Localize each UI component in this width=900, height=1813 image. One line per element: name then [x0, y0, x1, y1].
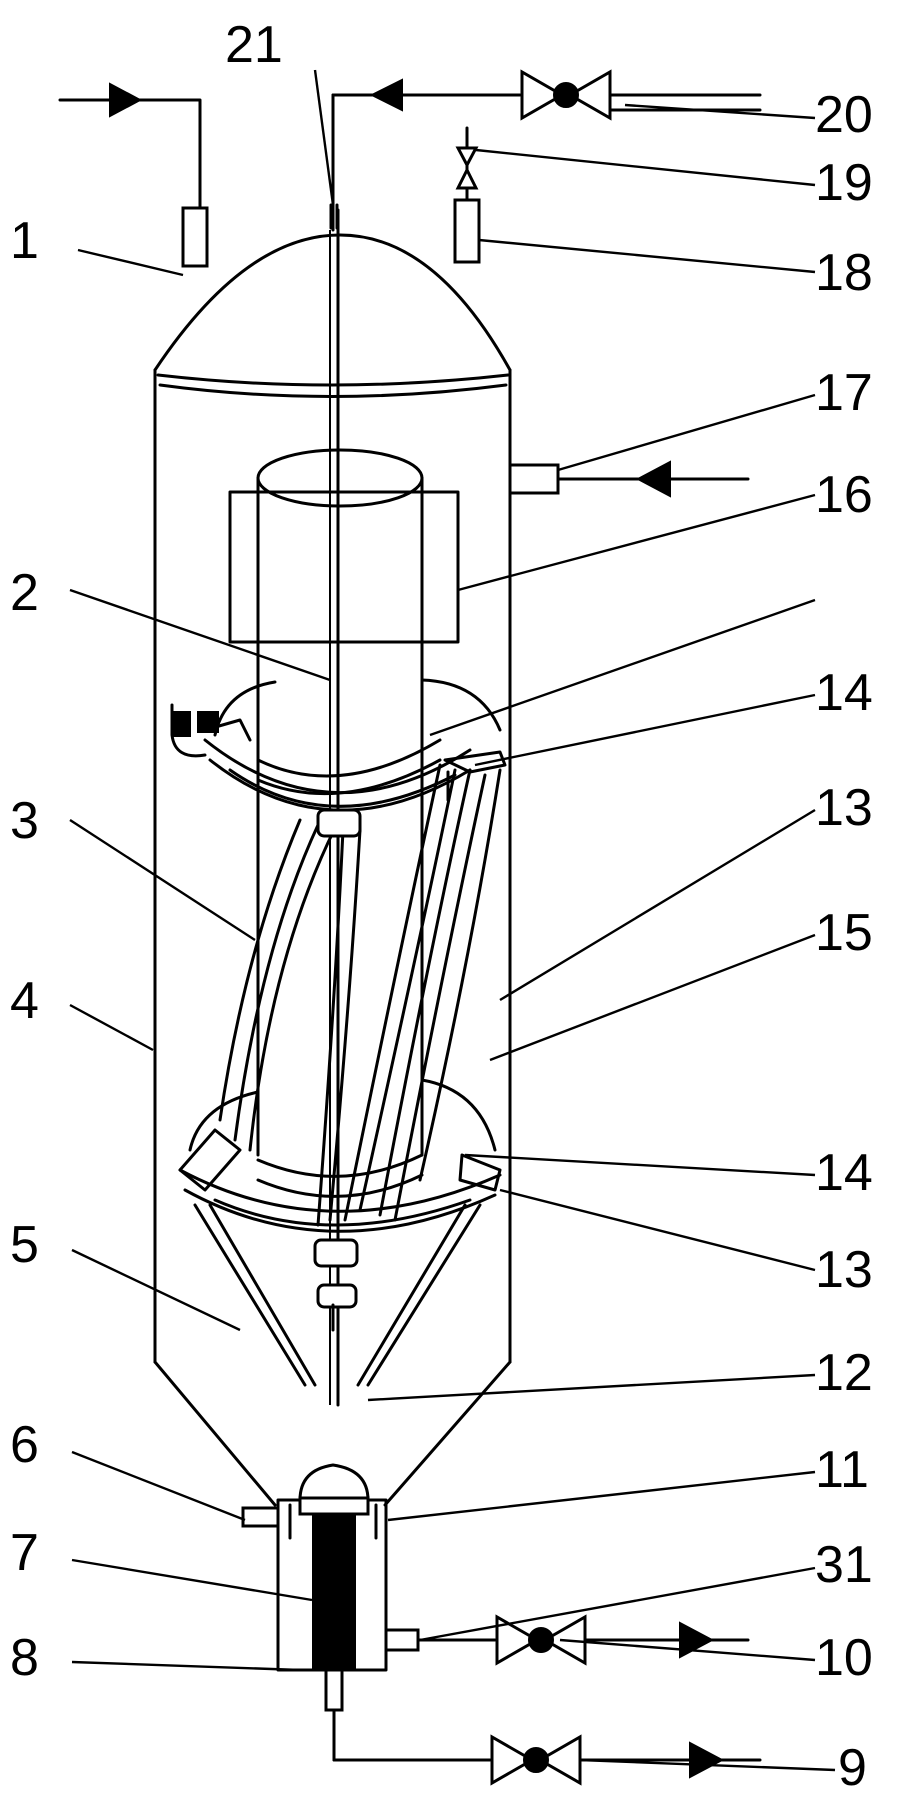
label-1: 1: [10, 212, 39, 270]
label-16: 16: [815, 466, 873, 524]
label-21: 21: [225, 16, 283, 74]
filter-element-7: [312, 1513, 356, 1671]
label-8: 8: [10, 1629, 39, 1687]
label-3: 3: [10, 792, 39, 850]
valve-20-stem: [553, 82, 579, 108]
vent-nozzle-18: [453, 198, 481, 264]
label-15: 15: [815, 904, 873, 962]
label-17: 17: [815, 364, 873, 422]
label-5: 5: [10, 1216, 39, 1274]
label-20: 20: [815, 86, 873, 144]
label-19: 19: [815, 154, 873, 212]
arrow-icon: [679, 1621, 715, 1659]
valve-20-left: [520, 69, 566, 121]
inlet-nozzle-17: [508, 463, 560, 495]
top-nozzles: [58, 69, 762, 268]
label-31: 31: [815, 1536, 873, 1594]
label-7: 7: [10, 1524, 39, 1582]
dome-seam: [156, 373, 510, 387]
outlet-31: [384, 1628, 420, 1652]
label-13b: 13: [815, 1241, 873, 1299]
vessel-shell: [153, 233, 512, 1507]
label-6: 6: [10, 1416, 39, 1474]
lower-ring-assembly: [178, 1078, 502, 1387]
spiral-conduits: [218, 763, 502, 1227]
top-dome: [153, 233, 512, 372]
label-4: 4: [10, 972, 39, 1030]
bottom-chamber: [241, 1463, 762, 1786]
label-11: 11: [815, 1441, 869, 1499]
label-14a: 14: [815, 664, 873, 722]
label-9: 9: [838, 1739, 867, 1797]
bottom-cone-right: [383, 1360, 512, 1507]
tube-top-opening: [256, 448, 424, 508]
valve-19-bottom: [455, 166, 479, 190]
label-10: 10: [815, 1629, 873, 1687]
arrow-icon: [109, 82, 143, 118]
filter-cap: [298, 1496, 370, 1516]
nozzle-6: [241, 1506, 280, 1528]
valve-10-stem: [528, 1627, 554, 1653]
label-14b: 14: [815, 1144, 873, 1202]
label-2: 2: [10, 564, 39, 622]
upper-ring-assembly: [170, 678, 507, 812]
valve-9-stem: [523, 1747, 549, 1773]
label-13a: 13: [815, 779, 873, 837]
label-18: 18: [815, 244, 873, 302]
valve-9-left: [490, 1734, 536, 1786]
side-inlet-17: [508, 460, 750, 498]
arrow-icon: [689, 1741, 725, 1779]
leader-lines: [69, 69, 836, 1772]
valve-10-left: [495, 1614, 541, 1666]
label-12: 12: [815, 1344, 873, 1402]
arrow-icon: [369, 78, 403, 112]
bottom-cone-left: [153, 1360, 277, 1507]
jacket-16: [228, 490, 460, 644]
inlet-nozzle-1: [181, 206, 209, 268]
valve-19-top: [455, 146, 479, 169]
part-labels: 1 2 3 4 5 6 7 8 9 10 31 11 12 13 14 15 1…: [10, 16, 873, 1797]
arrow-icon: [635, 460, 671, 498]
